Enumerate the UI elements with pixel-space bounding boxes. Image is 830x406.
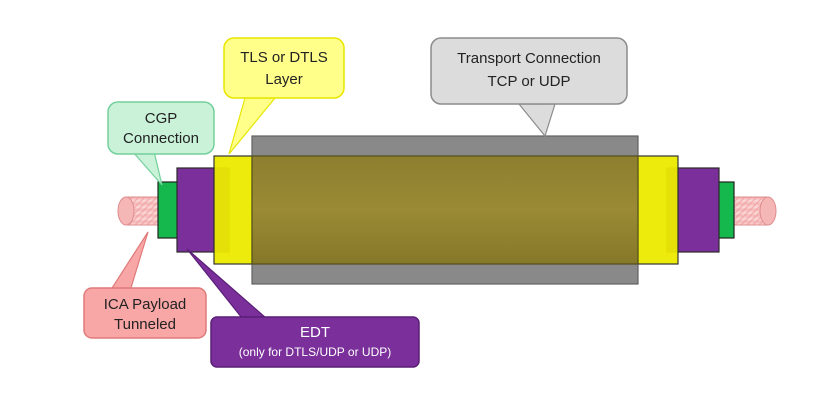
cgp-callout: CGP Connection — [107, 101, 215, 155]
cgp-label-line2: Connection — [123, 130, 199, 147]
edt-callout: EDT (only for DTLS/UDP or UDP) — [210, 316, 420, 368]
transport-label-line1: Transport Connection — [457, 50, 601, 67]
ica-payload-left-end — [117, 196, 165, 226]
tls-transport-overlap — [251, 155, 639, 265]
ica-label-line2: Tunneled — [114, 316, 176, 333]
transport-label-line2: TCP or UDP — [487, 73, 570, 90]
transport-callout: Transport Connection TCP or UDP — [430, 37, 628, 105]
edt-label-line2: (only for DTLS/UDP or UDP) — [239, 345, 391, 359]
tls-callout: TLS or DTLS Layer — [223, 37, 345, 99]
tls-label-line1: TLS or DTLS — [240, 49, 328, 66]
tls-label-line2: Layer — [265, 71, 303, 88]
ica-label-line1: ICA Payload — [104, 296, 187, 313]
ica-callout: ICA Payload Tunneled — [83, 287, 207, 339]
transport-pointer — [517, 103, 556, 138]
cgp-label-line1: CGP — [145, 110, 178, 127]
edt-label-line1: EDT — [300, 324, 330, 341]
